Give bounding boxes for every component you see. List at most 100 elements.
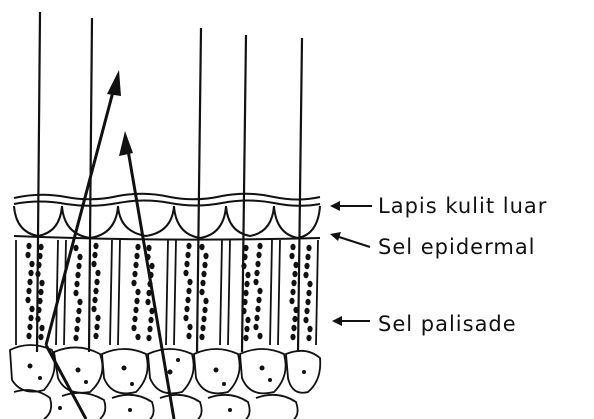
chloroplast-dot: [93, 333, 98, 339]
chloroplast-dot: [95, 270, 100, 276]
chloroplast-dot: [306, 245, 311, 251]
chloroplast-dot: [290, 334, 295, 340]
chloroplast-dot: [146, 245, 151, 251]
chloroplast-dot: [36, 307, 41, 313]
arrowheads: [107, 70, 133, 156]
chloroplast-dot: [186, 333, 191, 339]
chloroplast-dot: [242, 254, 247, 260]
chloroplast-dot: [148, 317, 153, 323]
chloroplast-dot: [94, 324, 99, 330]
chloroplast-dot: [257, 333, 262, 339]
chloroplast-dot: [76, 308, 81, 314]
chloroplast-dot: [255, 261, 260, 267]
chloroplast-dot: [289, 253, 294, 259]
chloroplast-dot: [306, 335, 311, 341]
pointer-arrowheads: [330, 201, 342, 326]
chloroplast-dot: [135, 334, 140, 340]
chloroplast-dot: [38, 334, 43, 340]
chloroplast-dot: [257, 243, 262, 249]
chloroplast-dot: [74, 326, 79, 332]
chloroplast-dot: [253, 324, 258, 330]
chloroplast-dot: [132, 316, 137, 322]
chloroplast-dot: [184, 261, 189, 267]
chloroplast-dot: [201, 316, 206, 322]
chloroplast-dot: [75, 272, 80, 278]
chloroplast-dot: [73, 290, 78, 296]
chloroplast-dot: [202, 307, 207, 313]
chloroplast-dot: [91, 261, 96, 267]
chloroplast-dot: [37, 253, 42, 259]
chloroplast-dot: [39, 280, 44, 286]
chloroplast-dot: [254, 315, 259, 321]
label-outer-skin-layer: Lapis kulit luar: [378, 196, 547, 217]
chloroplast-dot: [92, 252, 97, 258]
chloroplast-dot: [241, 263, 246, 269]
chloroplast-dot: [256, 297, 261, 303]
chloroplast-dot: [135, 289, 140, 295]
chloroplast-dot: [148, 272, 153, 278]
chloroplast-dot: [306, 290, 311, 296]
chloroplast-dot: [200, 280, 205, 286]
chloroplast-dot: [146, 335, 151, 341]
chloroplast-dot: [134, 253, 139, 259]
label-epidermal-cell: Sel epidermal: [378, 237, 536, 258]
chloroplast-dot: [201, 271, 206, 277]
chloroplast-dot: [199, 334, 204, 340]
chloroplast-dot: [187, 324, 192, 330]
chloroplast-dot: [131, 280, 136, 286]
chloroplast-dot: [29, 306, 34, 312]
chloroplast-dot: [29, 261, 34, 267]
chloroplast-dot: [200, 325, 205, 331]
chloroplast-dot: [292, 316, 297, 322]
chloroplast-dot: [203, 253, 208, 259]
cuticle-layer: [14, 194, 320, 206]
chloroplast-dot: [76, 263, 81, 269]
chloroplast-dot: [243, 290, 248, 296]
chloroplast-dot: [203, 298, 208, 304]
chloroplast-dot: [38, 244, 43, 250]
chloroplast-dot: [38, 289, 43, 295]
chloroplast-dot: [135, 244, 140, 250]
chloroplast-dot: [305, 254, 310, 260]
label-palisade-cell: Sel palisade: [378, 314, 517, 335]
chloroplast-dot: [303, 272, 308, 278]
chloroplast-dot: [147, 326, 152, 332]
chloroplast-dot: [28, 270, 33, 276]
chloroplast-dot: [255, 306, 260, 312]
incident-light-rays: [37, 12, 302, 352]
chloroplast-dot: [304, 308, 309, 314]
chloroplast-dot: [253, 279, 258, 285]
chloroplast-dot: [25, 252, 30, 258]
chloroplast-dot: [36, 262, 41, 268]
chloroplast-dot: [185, 252, 190, 258]
chloroplast-dot: [147, 281, 152, 287]
chloroplast-dot: [149, 263, 154, 269]
chloroplast-dot: [132, 271, 137, 277]
chloroplast-dot: [146, 290, 151, 296]
chloroplast-dot: [244, 326, 249, 332]
chloroplast-dot: [92, 297, 97, 303]
chloroplast-dot: [27, 279, 32, 285]
chloroplast-dot: [305, 299, 310, 305]
chloroplast-dot: [75, 317, 80, 323]
chloroplast-dot: [133, 262, 138, 268]
chloroplast-dot: [241, 308, 246, 314]
chloroplast-dot: [37, 298, 42, 304]
chloroplast-dot: [292, 271, 297, 277]
chloroplast-dot: [149, 308, 154, 314]
chloroplast-dot: [243, 335, 248, 341]
chloroplast-dot: [91, 306, 96, 312]
chloroplast-dot: [290, 289, 295, 295]
chloroplast-dot: [256, 252, 261, 258]
chloroplast-dot: [77, 254, 82, 260]
chloroplast-dot: [289, 298, 294, 304]
chloroplast-dot: [25, 297, 30, 303]
chloroplast-dot: [93, 243, 98, 249]
chloroplast-dot: [187, 279, 192, 285]
chloroplast-dot: [145, 254, 150, 260]
chloroplast-dot: [293, 262, 298, 268]
chloroplast-dot: [186, 288, 191, 294]
chloroplast-dot: [307, 281, 312, 287]
chloroplast-dot: [39, 325, 44, 331]
chloroplast-dot: [245, 317, 250, 323]
